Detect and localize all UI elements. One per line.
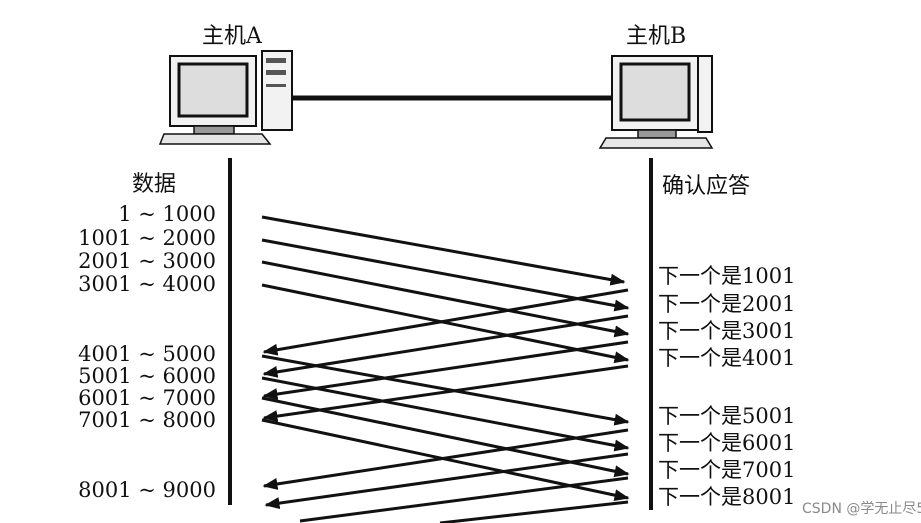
segment-label: 1001 ~ 2000 — [78, 226, 216, 250]
ack-arrow — [262, 288, 629, 356]
host-a-label: 主机A — [202, 24, 262, 49]
data-arrow — [261, 354, 630, 426]
ack-label: 下一个是1001 — [658, 264, 796, 288]
segment-label: 4001 ~ 5000 — [78, 342, 216, 366]
segment-label: 5001 ~ 6000 — [78, 364, 216, 388]
ack-label: 下一个是2001 — [658, 292, 796, 316]
watermark: CSDN @学无止尽5 — [802, 501, 921, 517]
data-arrow — [261, 376, 630, 452]
segment-label: 6001 ~ 7000 — [78, 386, 216, 410]
ack-arrows — [262, 288, 629, 523]
host-a-computer-icon — [158, 50, 293, 145]
ack-label: 下一个是4001 — [658, 346, 796, 370]
data-arrow — [261, 260, 630, 338]
ack-arrow — [439, 500, 629, 523]
segment-label: 1 ~ 1000 — [118, 202, 216, 226]
segment-label: 3001 ~ 4000 — [78, 272, 216, 296]
host-b-label: 主机B — [626, 24, 687, 49]
host-b-computer-icon — [598, 55, 714, 149]
ack-arrow — [262, 340, 629, 400]
ack-label: 下一个是6001 — [658, 431, 796, 455]
ack-label: 下一个是5001 — [658, 404, 796, 428]
segment-label: 7001 ~ 8000 — [78, 408, 216, 432]
ack-label: 下一个是7001 — [658, 458, 796, 482]
ack-arrow — [264, 452, 629, 510]
data-arrows — [261, 215, 630, 502]
ack-arrow — [262, 364, 629, 423]
data-arrow — [261, 215, 626, 286]
segment-label: 8001 ~ 9000 — [78, 478, 216, 502]
ack-column-title: 确认应答 — [662, 174, 751, 199]
ack-arrow — [299, 476, 629, 523]
ack-arrow — [262, 314, 629, 378]
segment-label: 2001 ~ 3000 — [78, 249, 216, 273]
data-arrow — [261, 238, 630, 312]
data-column-title: 数据 — [132, 172, 177, 197]
ack-label: 下一个是8001 — [658, 485, 796, 509]
ack-arrow — [262, 428, 629, 490]
ack-label: 下一个是3001 — [658, 319, 796, 343]
